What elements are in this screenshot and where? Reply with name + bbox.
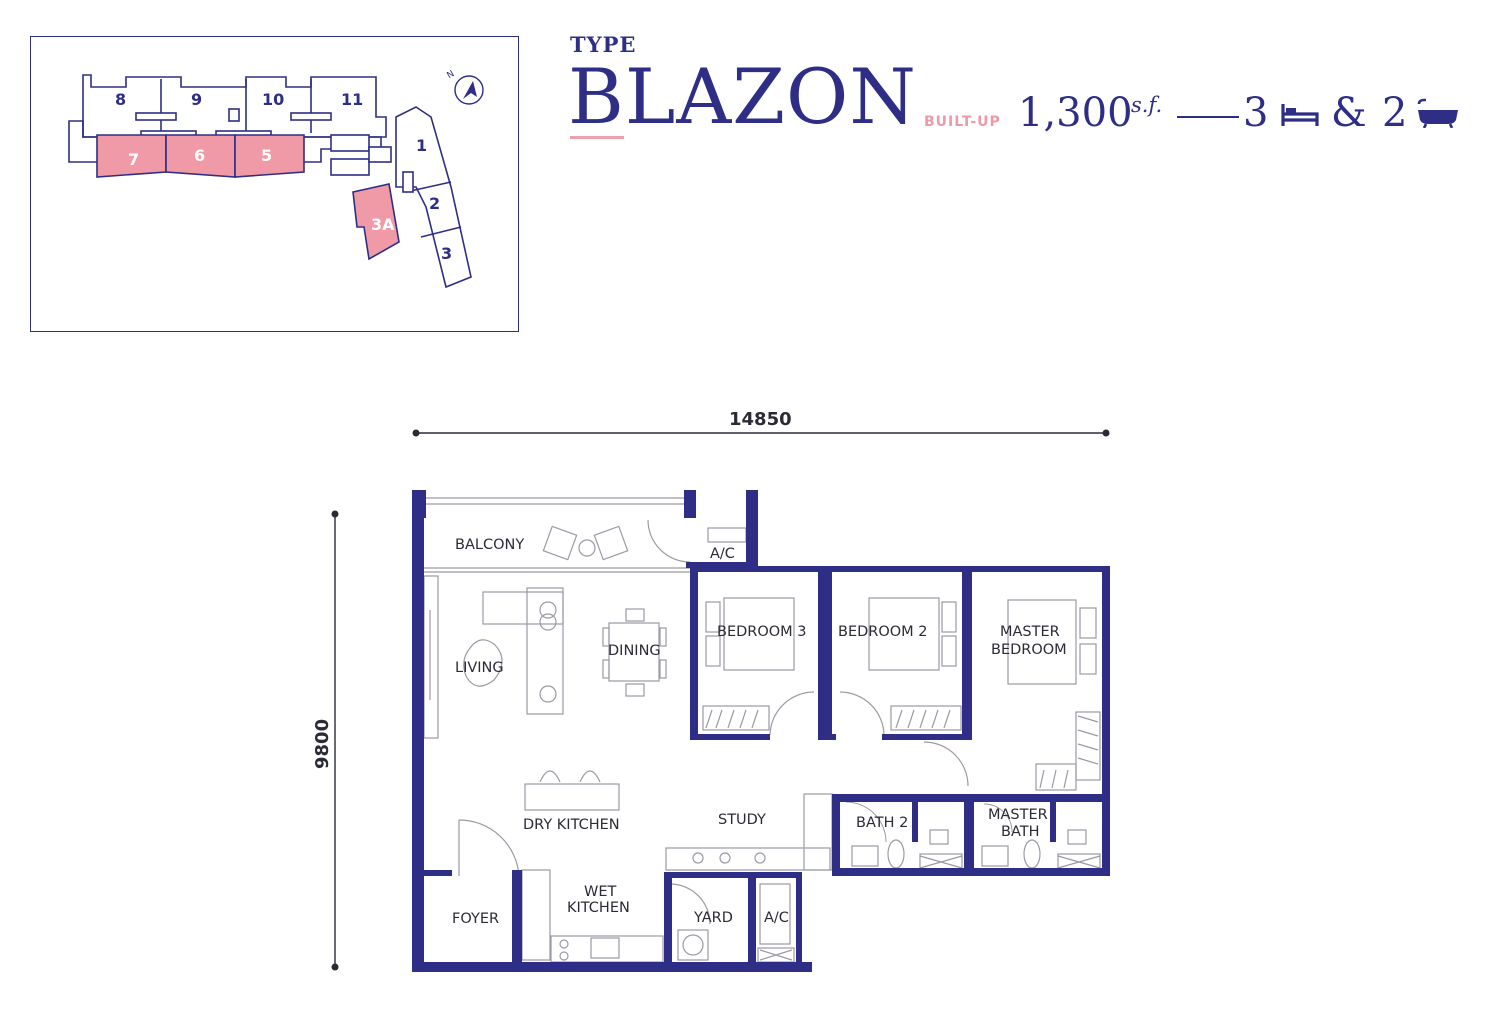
unit-type-name: BLAZON: [568, 52, 917, 141]
room-label-ac-yard: A/C: [764, 910, 789, 926]
key-plan-drawing: 8 9 10 11 7 6 5 1 2 3A 3 N: [68, 69, 484, 289]
bedroom-count: 3: [1243, 90, 1269, 136]
room-label-master-bedroom-line1: MASTER: [1000, 624, 1060, 640]
room-label-bath-2: BATH 2: [856, 815, 908, 831]
key-plan-label-7: 7: [128, 150, 139, 169]
room-label-study: STUDY: [718, 812, 766, 828]
room-label-yard: YARD: [693, 910, 733, 926]
key-plan-label-6: 6: [194, 146, 205, 165]
room-label-dry-kitchen: DRY KITCHEN: [523, 817, 620, 833]
walls: [412, 490, 1110, 972]
builtup-area-unit: s.f.: [1131, 93, 1163, 117]
type-label: TYPE: [570, 32, 637, 57]
spec-divider: [1177, 116, 1239, 118]
builtup-label: BUILT-UP: [924, 114, 1001, 130]
bathtub-icon: [1417, 98, 1458, 128]
room-label-bedroom-3: BEDROOM 3: [717, 624, 807, 640]
key-plan-label-11: 11: [341, 90, 363, 109]
ampersand: &: [1331, 90, 1367, 136]
dimension-width: 14850: [412, 409, 1110, 437]
key-plan-label-3a: 3A: [371, 215, 395, 234]
type-name-underline: [570, 136, 624, 139]
room-label-dining: DINING: [608, 643, 661, 659]
key-plan-label-2: 2: [429, 194, 440, 213]
room-label-living: LIVING: [455, 660, 504, 676]
room-label-master-bath-line1: MASTER: [988, 807, 1048, 823]
key-plan: 8 9 10 11 7 6 5 1 2 3A 3 N: [30, 36, 519, 332]
room-label-foyer: FOYER: [452, 911, 499, 927]
bed-icon: [1281, 104, 1319, 126]
key-plan-label-10: 10: [262, 90, 284, 109]
room-label-bedroom-2: BEDROOM 2: [838, 624, 928, 640]
dimension-width-label: 14850: [729, 409, 792, 430]
key-plan-label-9: 9: [191, 90, 202, 109]
key-plan-label-5: 5: [261, 146, 272, 165]
room-label-balcony: BALCONY: [455, 537, 524, 553]
dimension-depth: 9800: [312, 510, 339, 971]
builtup-area-value: 1,300: [1018, 90, 1133, 136]
room-label-wet-kitchen-line2: KITCHEN: [567, 900, 630, 916]
room-label-master-bedroom-line2: BEDROOM: [991, 642, 1067, 658]
bathroom-count: 2: [1382, 90, 1408, 136]
compass-north-label: N: [446, 69, 457, 81]
furniture: [423, 497, 1101, 963]
compass-icon: N: [446, 69, 484, 105]
key-plan-label-1: 1: [416, 136, 427, 155]
key-plan-unit-3a: [352, 183, 400, 261]
room-label-wet-kitchen-line1: WET: [584, 884, 616, 900]
dimension-depth-label: 9800: [312, 719, 333, 769]
room-label-ac-balcony: A/C: [710, 546, 735, 562]
room-label-master-bath-line2: BATH: [1001, 824, 1040, 840]
key-plan-label-8: 8: [115, 90, 126, 109]
key-plan-label-3: 3: [441, 244, 452, 263]
key-plan-unit-5: [234, 134, 305, 178]
